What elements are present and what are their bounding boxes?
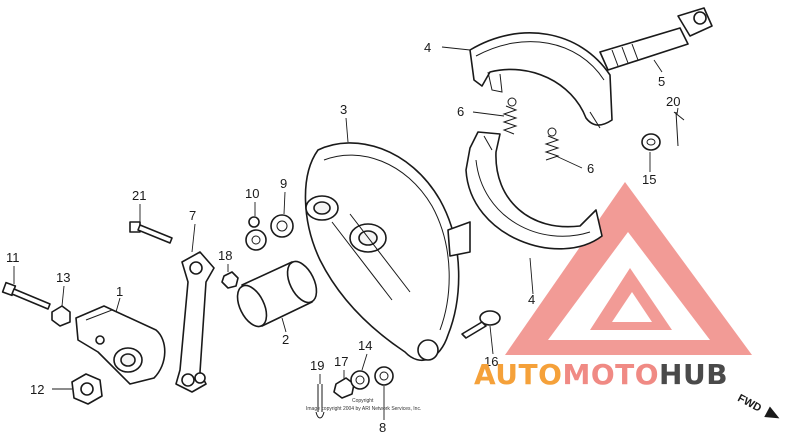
callout-14: 14	[358, 338, 372, 353]
forward-direction-indicator: FWD	[736, 392, 780, 419]
brake-panel	[304, 142, 471, 362]
watermark-word-auto: AUTO	[474, 358, 562, 391]
callout-11: 11	[6, 250, 20, 265]
callout-12: 12	[30, 382, 44, 397]
anchor-bolt	[461, 310, 501, 339]
callout-20: 20	[666, 94, 680, 109]
torque-link-bolt	[129, 221, 173, 244]
fwd-arrow-icon	[764, 406, 780, 419]
washer-9	[270, 214, 294, 238]
axle-nut	[71, 373, 103, 405]
brake-cam-shaft	[599, 7, 713, 71]
cotter-pin-19	[315, 384, 325, 419]
fwd-label: FWD	[736, 392, 764, 414]
pin-20	[673, 111, 685, 147]
brake-arm	[75, 305, 166, 385]
callout-17: 17	[334, 354, 348, 369]
watermark-logo	[505, 182, 752, 355]
brake-shoe-spring-b	[544, 127, 560, 161]
washer-15	[641, 133, 661, 151]
callout-7: 7	[189, 208, 196, 223]
callout-4-lower: 4	[528, 292, 535, 307]
brake-shoe-spring-a	[502, 97, 518, 135]
brake-shoe-lower	[465, 131, 603, 250]
callout-labels: 4 5 6 6 3 4 7 21 10 9 18 1 11 13 12 2 14…	[6, 40, 680, 435]
callout-13: 13	[56, 270, 70, 285]
callout-6-upper: 6	[457, 104, 464, 119]
brake-shoe-upper	[469, 32, 613, 129]
pinch-nut	[51, 305, 71, 327]
callout-4-upper: 4	[424, 40, 431, 55]
pinch-bolt	[1, 281, 51, 310]
callout-15: 15	[642, 172, 656, 187]
callout-16: 16	[484, 354, 498, 369]
callout-5: 5	[658, 74, 665, 89]
callout-6-lower: 6	[587, 161, 594, 176]
watermark-word-moto: MOTO	[562, 358, 659, 391]
callout-8: 8	[379, 420, 386, 435]
copyright-line-2: Image copyright 2004 by ARI Network Serv…	[306, 406, 421, 412]
callout-21: 21	[132, 188, 146, 203]
callout-1: 1	[116, 284, 123, 299]
callout-10: 10	[245, 186, 259, 201]
nut-17	[333, 377, 355, 399]
watermark-triangle-hole	[612, 292, 652, 322]
copyright-line-1: Copyright	[352, 398, 374, 404]
washer-8	[374, 366, 394, 386]
washer-14	[350, 370, 370, 390]
callout-18: 18	[218, 248, 232, 263]
callout-9: 9	[280, 176, 287, 191]
callout-19: 19	[310, 358, 324, 373]
watermark-word-hub: HUB	[659, 358, 728, 391]
leader-lines	[13, 46, 679, 420]
torque-link	[175, 251, 215, 393]
callout-2: 2	[282, 332, 289, 347]
callout-3: 3	[340, 102, 347, 117]
watermark-wordmark: AUTOMOTOHUB	[474, 358, 728, 391]
washer-10	[245, 216, 267, 251]
lock-nut-18	[221, 271, 239, 289]
brake-collar	[236, 260, 318, 328]
